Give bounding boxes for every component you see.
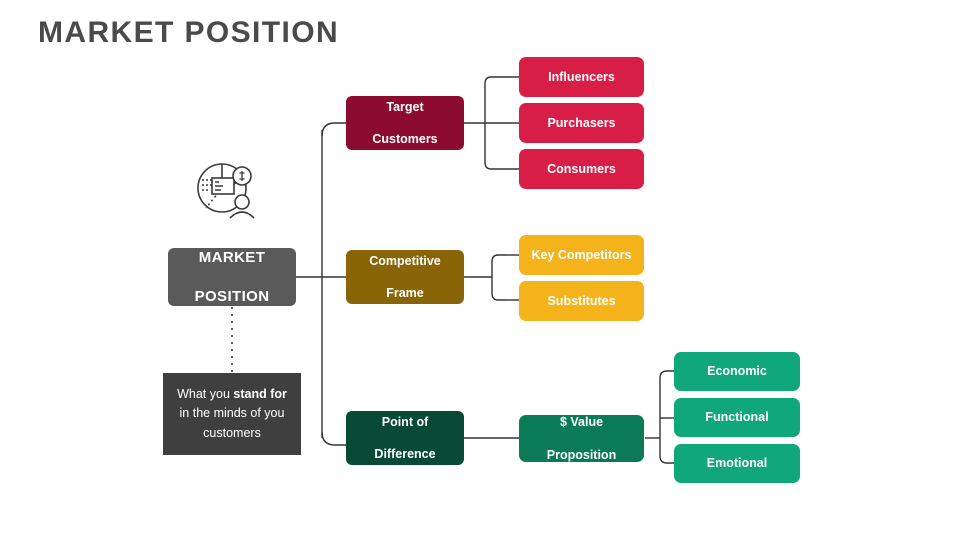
note-text-emphasis: stand for: [233, 386, 287, 401]
child-purchasers[interactable]: Purchasers: [519, 103, 644, 143]
center-node-line1: MARKET: [198, 248, 266, 266]
center-node-market-position[interactable]: MARKET POSITION: [168, 248, 296, 306]
child-consumers-label: Consumers: [547, 161, 616, 176]
grandchild-emotional-label: Emotional: [706, 456, 768, 471]
branch-point-of-difference-line2: Difference: [374, 447, 436, 462]
branch-target-customers-line1: Target: [386, 99, 424, 114]
note-text-part1: What you: [177, 386, 234, 401]
center-node-line2: POSITION: [194, 287, 270, 305]
grandchild-functional[interactable]: Functional: [674, 398, 800, 437]
branch-point-of-difference[interactable]: Point of Difference: [346, 411, 464, 465]
branch-target-customers-line2: Customers: [372, 132, 438, 147]
child-substitutes-label: Substitutes: [547, 293, 616, 308]
child-value-proposition[interactable]: $ Value Proposition: [519, 415, 644, 462]
market-analysis-icon: [197, 163, 255, 219]
note-text-part2: in the minds of you customers: [179, 406, 285, 440]
grandchild-economic[interactable]: Economic: [674, 352, 800, 391]
page-title: MARKET POSITION: [38, 16, 340, 49]
grandchild-emotional[interactable]: Emotional: [674, 444, 800, 483]
note-box: What you stand for in the minds of you c…: [163, 373, 301, 455]
child-influencers-label: Influencers: [548, 69, 615, 84]
child-substitutes[interactable]: Substitutes: [519, 281, 644, 321]
child-value-proposition-line2: Proposition: [546, 447, 617, 462]
child-key-competitors-label: Key Competitors: [531, 247, 632, 262]
branch-competitive-frame-line1: Competitive: [369, 253, 441, 268]
child-purchasers-label: Purchasers: [547, 115, 616, 130]
branch-competitive-frame[interactable]: Competitive Frame: [346, 250, 464, 304]
child-key-competitors[interactable]: Key Competitors: [519, 235, 644, 275]
grandchild-economic-label: Economic: [707, 364, 767, 379]
child-consumers[interactable]: Consumers: [519, 149, 644, 189]
child-value-proposition-line1: $ Value: [559, 415, 604, 430]
grandchild-functional-label: Functional: [705, 410, 769, 425]
child-influencers[interactable]: Influencers: [519, 57, 644, 97]
branch-point-of-difference-line1: Point of: [381, 414, 429, 429]
branch-competitive-frame-line2: Frame: [386, 286, 424, 301]
branch-target-customers[interactable]: Target Customers: [346, 96, 464, 150]
